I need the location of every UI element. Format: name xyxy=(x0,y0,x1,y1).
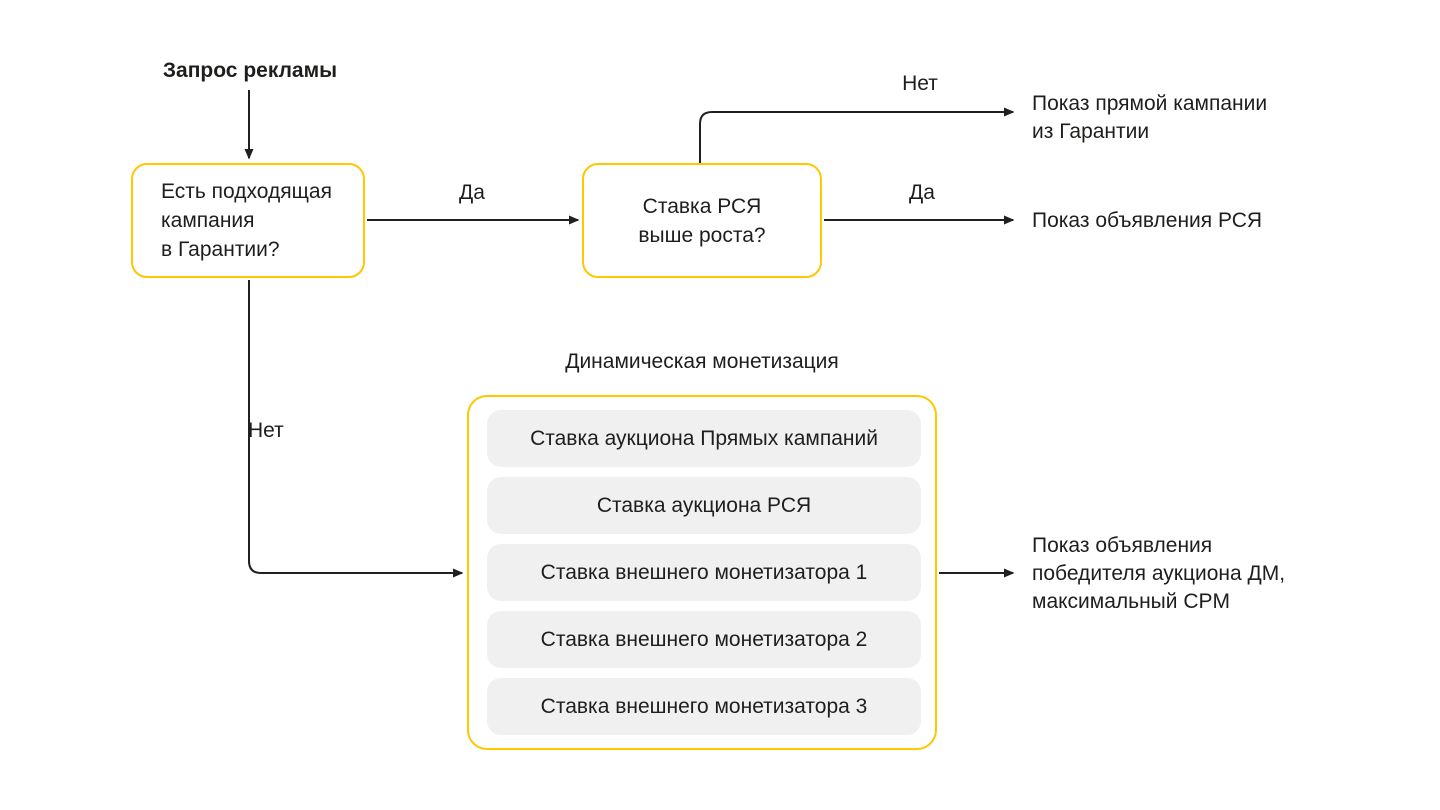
edge-rsya-no-to-direct xyxy=(699,107,1015,163)
outcome-direct-campaign: Показ прямой кампании из Гарантии xyxy=(1032,90,1267,146)
bid-pill: Ставка внешнего монетизатора 2 xyxy=(487,611,921,668)
edge-label-rsya-no: Нет xyxy=(902,72,938,95)
outcome-rsya-ad: Показ объявления РСЯ xyxy=(1032,207,1262,235)
edge-label-rsya-yes: Да xyxy=(909,181,935,204)
outcome-dm-line: Показ объявления xyxy=(1032,534,1213,557)
outcome-dm-line: победителя аукциона ДМ, xyxy=(1032,562,1286,585)
decision-rsya-line: Ставка РСЯ xyxy=(642,194,762,218)
outcome-rsya-line: Показ объявления РСЯ xyxy=(1032,209,1263,232)
dynamic-monetization-title: Динамическая монетизация xyxy=(565,350,839,373)
decision-rsya-bid: Ставка РСЯ выше роста? xyxy=(582,163,822,278)
decision-rsya-line: выше роста? xyxy=(638,223,766,247)
edge-label-guarantee-yes: Да xyxy=(459,181,485,204)
bid-pill: Ставка аукциона Прямых кампаний xyxy=(487,410,921,467)
decision-guarantee-line: в Гарантии? xyxy=(161,238,280,261)
decision-guarantee-campaign: Есть подходящая кампания в Гарантии? xyxy=(131,163,365,278)
outcome-dm-winner: Показ объявления победителя аукциона ДМ,… xyxy=(1032,532,1285,616)
outcome-dm-line: максимальный CPM xyxy=(1032,590,1231,613)
outcome-direct-line: Показ прямой кампании xyxy=(1032,92,1268,115)
start-label: Запрос рекламы xyxy=(162,59,338,82)
bid-pill: Ставка внешнего монетизатора 1 xyxy=(487,544,921,601)
decision-guarantee-line: кампания xyxy=(161,209,255,232)
bid-pill: Ставка внешнего монетизатора 3 xyxy=(487,678,921,735)
dynamic-monetization-box: Ставка аукциона Прямых кампаний Ставка а… xyxy=(467,395,937,750)
outcome-direct-line: из Гарантии xyxy=(1032,120,1150,143)
decision-guarantee-line: Есть подходящая xyxy=(161,180,332,203)
edge-label-guarantee-no: Нет xyxy=(248,419,284,442)
bid-pill: Ставка аукциона РСЯ xyxy=(487,477,921,534)
